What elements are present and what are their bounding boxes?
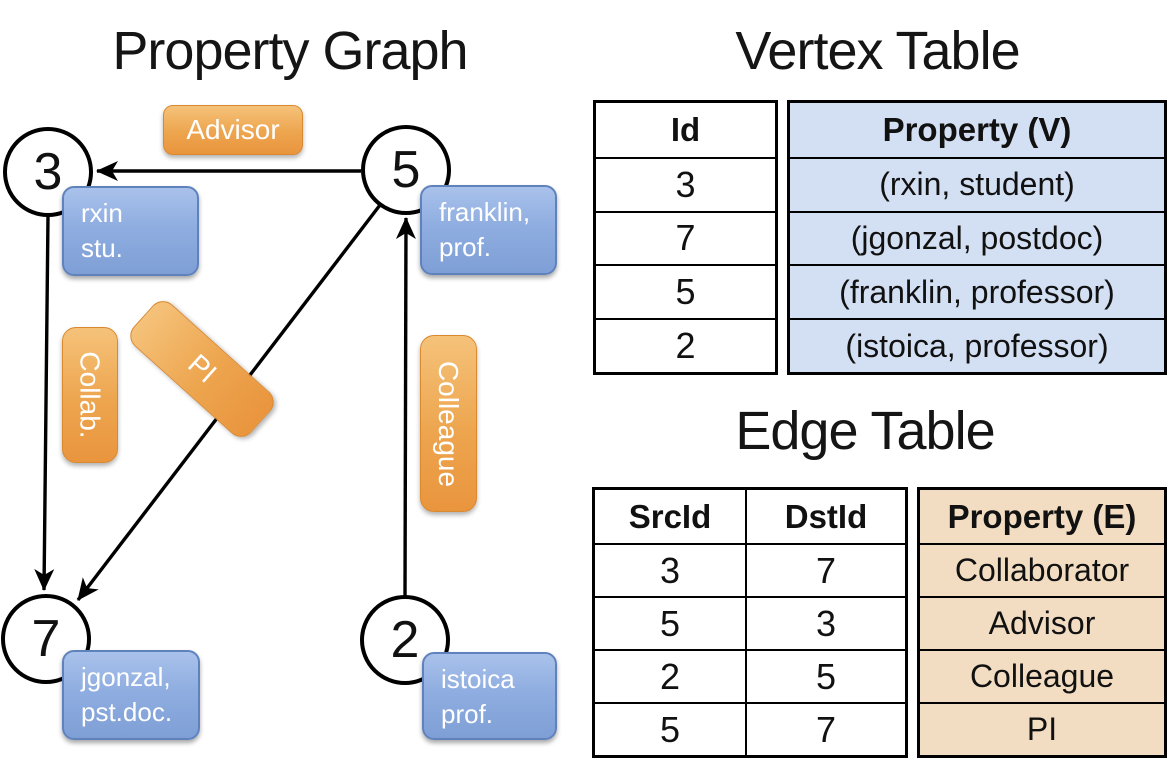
edge-label-advisor: Advisor — [163, 105, 303, 155]
edge-table-title: Edge Table — [735, 401, 995, 461]
edge-label-collab: Collab. — [62, 327, 118, 463]
vertex-table-property-header: Property (V) — [790, 103, 1164, 157]
edge-table-property-cell: Collaborator — [920, 543, 1164, 596]
vertex-table-property-cell: (franklin, professor) — [790, 264, 1164, 319]
edge-label-advisor-text: Advisor — [186, 114, 280, 145]
vertex-table-id-column: Id 3 7 5 2 — [593, 100, 778, 375]
edge-table-srcid-cell: 5 — [595, 596, 745, 649]
edge-table-dstid-cell: 7 — [745, 702, 905, 755]
vertex-box-istoica-line2: prof. — [441, 699, 494, 729]
vertex-table-id-cell: 3 — [596, 156, 775, 211]
vertex-box-rxin: rxin stu. — [62, 186, 199, 276]
vertex-table-id-cell: 5 — [596, 264, 775, 318]
edge-table-property-cell: Colleague — [920, 649, 1164, 702]
vertex-box-jgonzal: jgonzal, pst.doc. — [62, 650, 200, 740]
vertex-box-franklin-line1: franklin, — [439, 197, 531, 227]
vertex-table-id-header: Id — [670, 110, 701, 148]
vertex-table-title: Vertex Table — [735, 21, 1020, 81]
edge-label-collab-text: Collab. — [75, 351, 107, 439]
property-graph-title: Property Graph — [112, 21, 468, 81]
edge-table-srcid-header: SrcId — [628, 497, 712, 535]
edge-label-colleague-text: Colleague — [433, 360, 465, 487]
edge-table-srcid-cell: 2 — [595, 649, 745, 702]
vertex-box-istoica: istoica prof. — [422, 652, 557, 740]
edge-table-property-header: Property (E) — [920, 490, 1164, 543]
edge-label-colleague: Colleague — [420, 335, 477, 512]
edge-table-dstid-cell: 3 — [745, 596, 905, 649]
edge-table-ids-columns: SrcId DstId 3 7 5 3 2 5 5 7 — [592, 487, 908, 758]
edge-table-dstid-cell: 7 — [745, 543, 905, 596]
vertex-table-id-cell: 7 — [596, 210, 775, 265]
vertex-table-property-cell: (rxin, student) — [790, 156, 1164, 211]
edge-3-7-collab — [34, 215, 55, 591]
vertex-box-rxin-line2: stu. — [81, 233, 123, 263]
edge-table-dstid-cell: 5 — [745, 649, 905, 702]
vertex-box-jgonzal-line2: pst.doc. — [81, 697, 173, 727]
vertex-box-rxin-line1: rxin — [81, 198, 123, 228]
vertex-table-id-cell: 2 — [596, 318, 775, 372]
graph-node-3: 3 — [3, 127, 93, 217]
vertex-table-property-cell: (istoica, professor) — [790, 318, 1164, 372]
vertex-box-istoica-line1: istoica — [441, 664, 515, 694]
vertex-table-property-cell: (jgonzal, postdoc) — [790, 210, 1164, 265]
vertex-box-franklin: franklin, prof. — [420, 185, 557, 275]
vertex-box-jgonzal-line1: jgonzal, — [81, 662, 171, 692]
edge-table-dstid-header: DstId — [745, 490, 905, 543]
edge-table-property-cell: PI — [920, 702, 1164, 755]
edge-2-5-colleague — [395, 217, 416, 597]
vertex-box-franklin-line2: prof. — [439, 232, 492, 262]
vertex-table-property-column: Property (V) (rxin, student) (jgonzal, p… — [787, 100, 1167, 375]
edge-table-srcid-cell: 3 — [595, 543, 745, 596]
edge-label-pi-text: PI — [182, 348, 223, 390]
edge-table-property-cell: Advisor — [920, 596, 1164, 649]
edge-table-property-column: Property (E) Collaborator Advisor Collea… — [917, 487, 1167, 758]
edge-table-srcid-cell: 5 — [595, 702, 745, 755]
